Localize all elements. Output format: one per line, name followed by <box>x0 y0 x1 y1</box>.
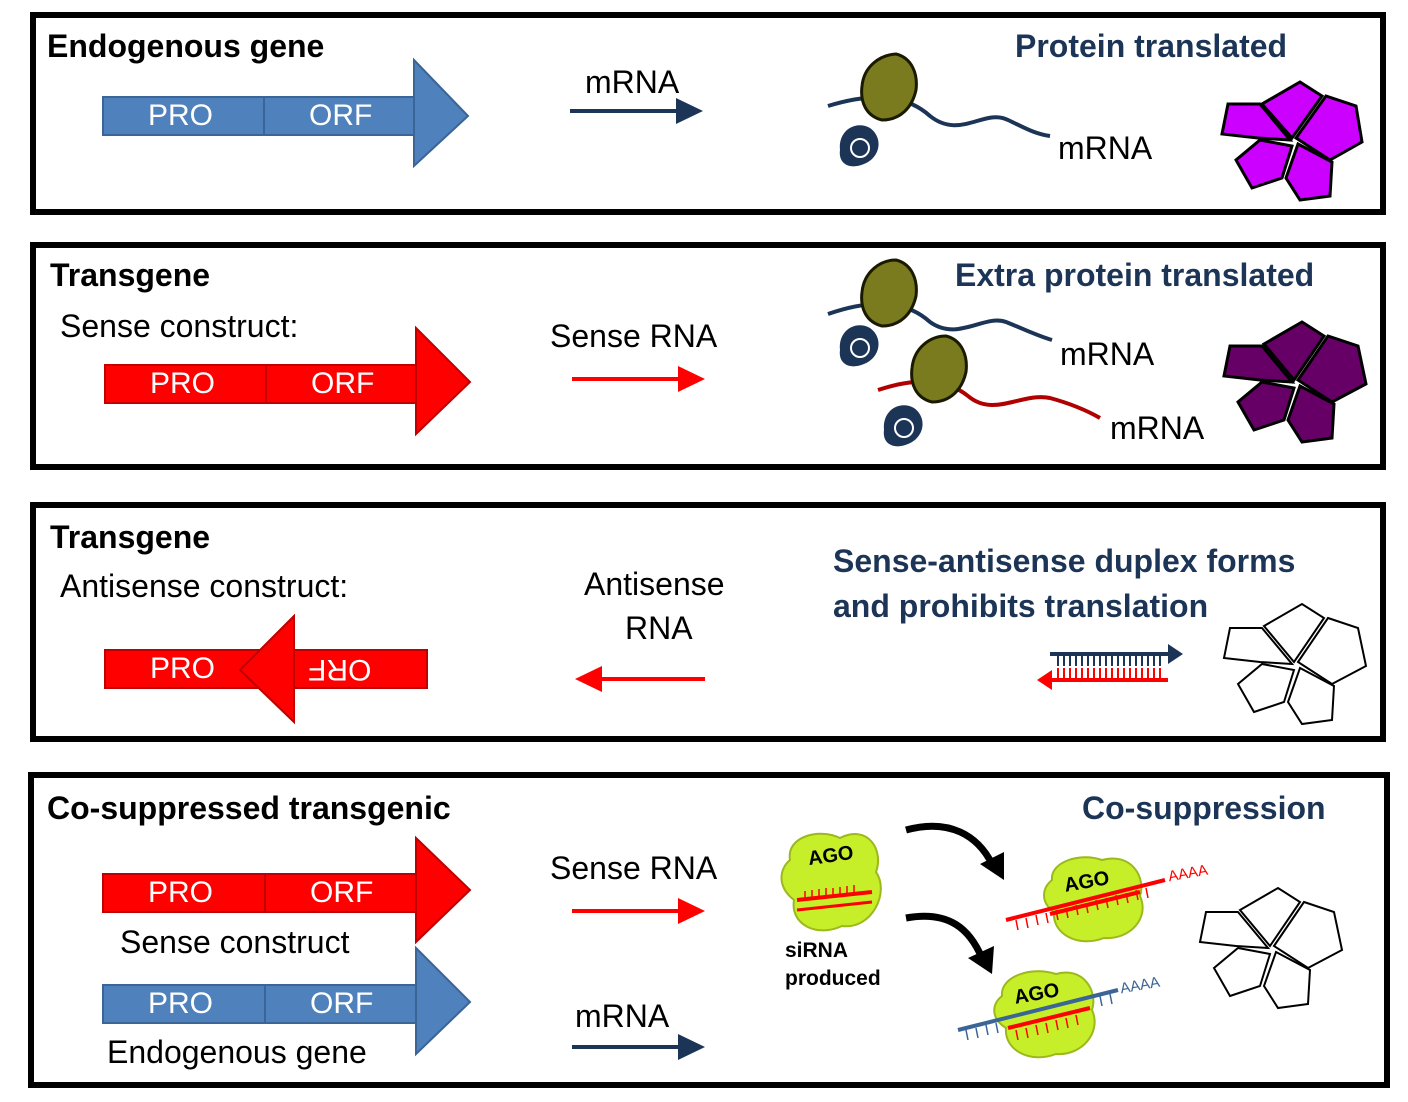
ribosome-icon <box>877 334 1101 447</box>
ago-cleavage-red <box>1005 856 1166 943</box>
antisense-rna-label-line2: RNA <box>625 610 693 646</box>
mrna-arrow <box>572 1034 705 1060</box>
sense-rna-label: Sense RNA <box>550 318 718 354</box>
protein-icon-purple <box>1222 320 1368 444</box>
curved-arrow <box>905 822 1004 880</box>
result-title-line2: and prohibits translation <box>833 588 1209 624</box>
gene-arrow-red-reversed <box>104 613 428 725</box>
protein-icon-empty <box>1198 886 1344 1010</box>
gene-arrow-red <box>104 325 472 437</box>
antisense-rna-arrow <box>575 666 705 692</box>
mrna-strand-label: mRNA <box>1058 130 1153 166</box>
panel-title: Transgene <box>50 519 211 555</box>
result-title: Co-suppression <box>1082 790 1326 826</box>
sirna-label-line2: produced <box>785 967 881 990</box>
gene-arrow-blue <box>102 945 472 1057</box>
result-title: Protein translated <box>1015 28 1288 64</box>
panel-transgene-antisense <box>30 502 1386 742</box>
panel-co-suppressed <box>28 772 1390 1088</box>
construct-caption: Sense construct <box>120 924 350 960</box>
panel-title: Endogenous gene <box>47 28 325 64</box>
pro-label: PRO <box>148 987 214 1020</box>
sense-rna-arrow <box>572 366 705 392</box>
panel-title: Transgene <box>50 257 211 293</box>
mrna-strand-label: mRNA <box>1110 410 1205 446</box>
protein-icon-empty <box>1222 602 1368 726</box>
ago-sirna-complex <box>780 832 882 932</box>
gene-arrow-blue <box>102 57 470 169</box>
antisense-rna-label-line1: Antisense <box>584 566 725 602</box>
pro-label: PRO <box>150 652 216 685</box>
pro-label: PRO <box>148 99 214 132</box>
sirna-label-line1: siRNA <box>785 939 849 962</box>
orf-label: ORF <box>311 367 375 400</box>
curved-arrow <box>905 912 994 974</box>
orf-label: ORF <box>309 99 373 132</box>
pro-label: PRO <box>150 367 216 400</box>
sense-rna-arrow <box>572 898 705 924</box>
protein-icon-magenta <box>1220 80 1364 202</box>
gene-arrow-red <box>102 835 472 945</box>
pro-label: PRO <box>148 876 214 909</box>
result-title: Extra protein translated <box>955 257 1315 293</box>
mrna-arrow-label: mRNA <box>585 64 680 100</box>
mrna-arrow <box>570 98 703 124</box>
mrna-strand-label: mRNA <box>1060 336 1155 372</box>
construct-subtitle: Sense construct: <box>60 308 299 344</box>
panel-title: Co-suppressed transgenic <box>47 790 451 826</box>
construct-caption: Endogenous gene <box>107 1034 367 1070</box>
ribosome-icon <box>827 52 1051 167</box>
mrna-arrow-label: mRNA <box>575 998 670 1034</box>
sense-rna-label: Sense RNA <box>550 850 718 886</box>
orf-label: ORF <box>310 876 374 909</box>
ribosome-icon <box>827 258 1053 367</box>
orf-label: ORF <box>310 987 374 1020</box>
construct-subtitle: Antisense construct: <box>60 568 349 604</box>
result-title-line1: Sense-antisense duplex forms <box>833 543 1296 579</box>
ago-cleavage-blue <box>957 970 1119 1059</box>
duplex-icon <box>1037 644 1183 690</box>
panel-transgene-sense <box>30 242 1386 470</box>
